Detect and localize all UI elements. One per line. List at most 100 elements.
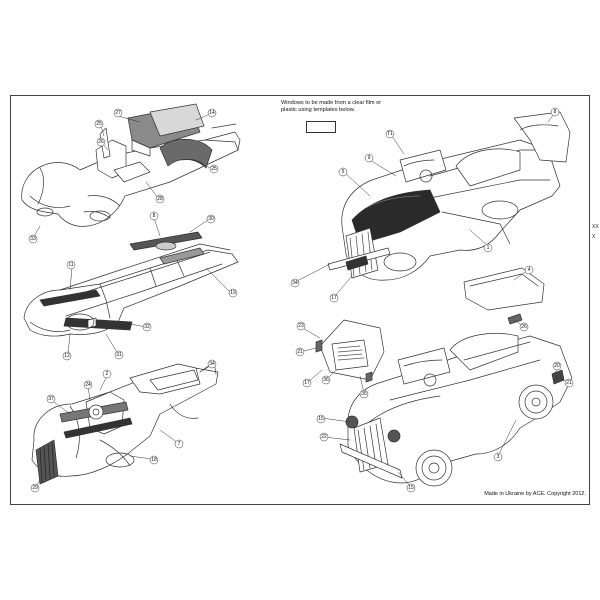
callout-circle — [385, 129, 395, 139]
callout-circle — [338, 167, 348, 177]
part-number-callout: 25 — [94, 119, 104, 129]
callout-group-middle-left: 8 30 11 19 32 12 31 — [62, 211, 238, 361]
drawing-car-bonnet — [327, 111, 571, 325]
part-number-label: 2 — [106, 371, 109, 377]
part-number-callout: 5 — [338, 167, 348, 177]
callout-circle — [483, 243, 493, 253]
part-number-callout: 24 — [83, 380, 93, 390]
callout-circle — [149, 211, 159, 221]
edge-mark-1: XX — [592, 224, 599, 230]
callout-circle — [519, 322, 529, 332]
part-number-label: 18 — [151, 457, 157, 463]
callout-circle — [296, 321, 306, 331]
part-number-label: 7 — [178, 441, 181, 447]
part-number-callout: 9 — [364, 153, 374, 163]
drawing-body-seat — [21, 103, 241, 227]
callout-circle — [406, 483, 416, 493]
part-number-label: 37 — [48, 396, 54, 402]
part-number-label: 35 — [361, 391, 367, 397]
part-number-callout: 11 — [66, 260, 76, 270]
part-number-callout: 29 — [30, 483, 40, 493]
callout-circle — [316, 414, 326, 424]
part-number-label: 26 — [98, 139, 104, 145]
part-number-label: 1 — [487, 245, 490, 251]
part-number-label: 11 — [68, 262, 73, 268]
part-number-label: 31 — [116, 352, 122, 358]
part-number-callout: 3 — [493, 452, 503, 462]
part-number-label: 12 — [64, 353, 70, 359]
callout-circle — [524, 265, 534, 275]
part-number-callout: 17 — [329, 293, 339, 303]
part-number-callout: 34 — [207, 359, 217, 369]
callout-circle — [207, 108, 217, 118]
callout-circle — [207, 359, 217, 369]
callout-circle — [302, 378, 312, 388]
callout-circle — [142, 322, 152, 332]
part-number-callout: T1 — [385, 129, 395, 139]
part-number-label: 33 — [30, 236, 36, 242]
part-number-label: 30 — [208, 216, 214, 222]
part-number-label: 22 — [321, 434, 327, 440]
callout-circle — [364, 153, 374, 163]
part-number-label: 34 — [292, 280, 298, 286]
part-number-callout: 35 — [359, 389, 369, 399]
callout-circle — [28, 234, 38, 244]
part-number-label: 28 — [157, 196, 163, 202]
windows-note: Windows to be made from a clear film or … — [281, 100, 382, 113]
callout-circle — [149, 455, 159, 465]
part-number-callout: 36 — [321, 375, 331, 385]
callout-circle — [329, 293, 339, 303]
callout-circle — [319, 432, 329, 442]
callout-circle — [46, 394, 56, 404]
callout-circle — [564, 378, 574, 388]
part-number-label: 19 — [230, 290, 236, 296]
part-number-callout: 25 — [209, 164, 219, 174]
callout-circle — [30, 483, 40, 493]
part-number-label: T1 — [387, 131, 393, 137]
callout-circle — [550, 107, 560, 117]
part-number-callout: 14 — [207, 108, 217, 118]
part-number-callout: 7 — [174, 439, 184, 449]
callout-circle — [62, 351, 72, 361]
callout-circle — [209, 164, 219, 174]
part-number-label: 21 — [566, 380, 572, 386]
callout-circle — [321, 375, 331, 385]
callout-circle — [94, 119, 104, 129]
window-template — [306, 121, 336, 133]
callout-circle — [114, 350, 124, 360]
part-number-label: 20 — [554, 363, 560, 369]
part-number-label: 3 — [497, 454, 500, 460]
part-number-label: 8 — [153, 213, 156, 219]
part-number-label: 24 — [85, 382, 91, 388]
callout-group-top-left: 27 14 25 26 25 28 33 — [28, 108, 219, 244]
part-number-label: 25 — [211, 166, 217, 172]
callout-group-bottom-left: 2 24 34 37 7 18 29 — [30, 359, 217, 493]
part-number-callout: 17 — [302, 378, 312, 388]
part-number-label: 17 — [331, 295, 337, 301]
part-number-label: 21 — [297, 349, 303, 355]
part-number-label: 32 — [144, 324, 150, 330]
drawing-body-dashboard — [31, 361, 219, 485]
part-number-label: 26 — [521, 324, 527, 330]
part-number-label: 8 — [554, 109, 557, 115]
part-number-callout: 19 — [228, 288, 238, 298]
part-number-callout: 15 — [406, 483, 416, 493]
part-number-callout: 20 — [552, 361, 562, 371]
part-number-label: 36 — [323, 377, 329, 383]
callout-circle — [102, 369, 112, 379]
callout-circle — [206, 214, 216, 224]
part-number-callout: 22 — [319, 432, 329, 442]
part-number-callout: 37 — [46, 394, 56, 404]
callout-circle — [83, 380, 93, 390]
part-number-callout: 23 — [296, 321, 306, 331]
callout-circle — [113, 108, 123, 118]
part-number-callout: 2 — [102, 369, 112, 379]
part-number-label: 34 — [209, 361, 215, 367]
part-number-callout: 27 — [113, 108, 123, 118]
sheet-frame — [10, 95, 590, 505]
part-number-callout: 28 — [155, 194, 165, 204]
part-number-label: 5 — [342, 169, 345, 175]
drawing-car-assembled — [315, 319, 573, 487]
